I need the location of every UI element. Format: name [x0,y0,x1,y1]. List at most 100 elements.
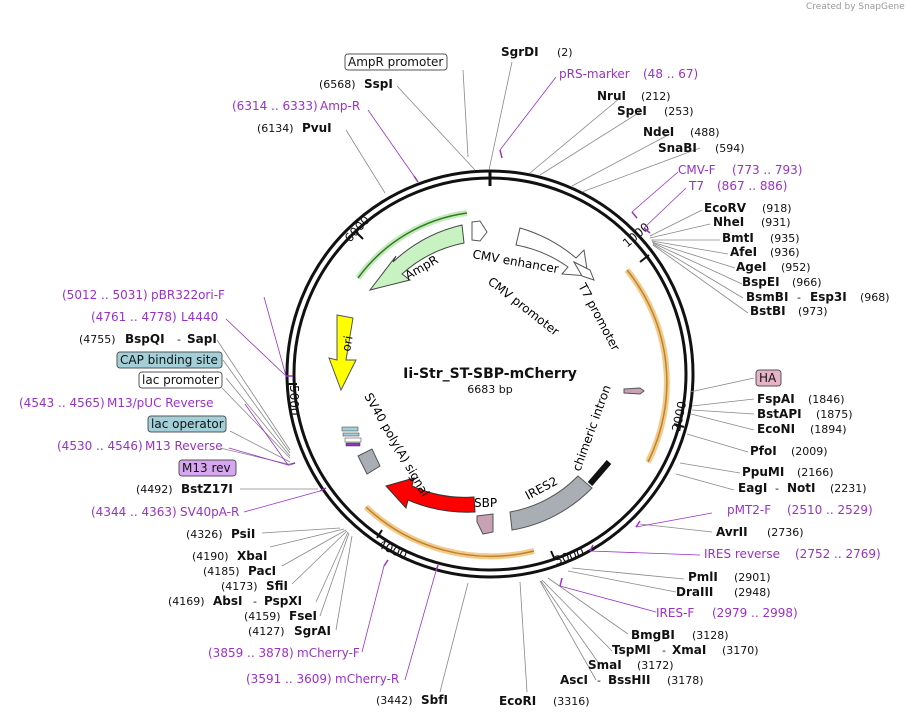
label-m13-puc: M13/pUC Reverse [107,396,214,410]
pos-sv40pa-r: (4344 .. 4363) [91,505,177,519]
label-t7: T7 [688,179,704,193]
pos-mcherry-f: (3859 .. 3878) [208,646,294,660]
pos-bstapi: (1875) [816,408,853,421]
pos-ppumi: (2166) [797,466,834,479]
label-fsei: FseI [289,609,317,623]
pos-eagi: (2231) [830,482,867,495]
label-bsmbi: BsmBI [746,290,788,304]
pos-bspei: (966) [792,276,822,289]
label-ha: HA [759,371,777,385]
label-sspi: SspI [364,77,393,91]
label-m13-rev: M13 rev [182,461,231,475]
pos-sgrdi: (2) [557,46,573,59]
label-ndei: NdeI [643,125,674,139]
pos-bsmbi: (968) [860,291,890,304]
label-psii: PsiI [231,527,255,541]
svg-text:-: - [797,291,801,304]
label-sfii: SfiI [266,579,288,593]
label-pfoi: PfoI [750,444,777,458]
pos-pmli: (2901) [734,571,771,584]
label-sgrai: SgrAI [294,624,331,638]
m13-rev-feature [345,442,361,447]
tick-label-2000: 2000 [669,400,689,433]
label-absi: AbsI [213,594,242,608]
sv40-polya-feature [357,448,381,475]
lac-promoter-box [138,371,223,389]
label-nrui: NruI [597,89,626,103]
pos-absi: (4169) [168,595,205,608]
mcherry-feature [385,477,476,513]
pos-pfoi: (2009) [791,445,828,458]
pos-sfii: (4173) [221,580,258,593]
pos-xbai: (4190) [192,550,229,563]
label-smai: SmaI [588,658,622,672]
pos-ires-reverse: (2752 .. 2769) [795,547,881,561]
label-pmli: PmlI [688,570,718,584]
label-xbai: XbaI [237,549,267,563]
pos-econi: (1894) [810,423,847,436]
feature-label-sbp: SBP [474,496,497,510]
label-bstz17i: BstZ17I [181,482,233,496]
label-sapi: SapI [187,332,217,346]
label-prs-marker: pRS-marker [559,67,630,81]
pos-sbfi: (3442) [376,694,413,707]
label-bsshii: BssHII [608,673,650,687]
label-pspxi: PspXI [264,594,302,608]
pos-fspai: (1846) [808,393,845,406]
chimeric-intron-feature [587,460,612,486]
ampr-promoter-feature [471,220,488,242]
label-bmgbi: BmgBI [631,628,675,642]
pos-pvui: (6134) [257,122,294,135]
label-cmv-f: CMV-F [678,163,716,177]
pos-nrui: (212) [641,90,671,103]
pos-mcherry-r: (3591 .. 3609) [246,672,332,686]
svg-text:-: - [253,595,257,608]
label-afei: AfeI [730,245,757,259]
label-econi: EcoNI [757,422,795,436]
label-ecori: EcoRI [499,694,536,708]
label-lac-promoter: lac promoter [142,373,219,387]
svg-text:-: - [177,333,181,346]
cap-binding-box [116,351,223,369]
leader-lines [216,61,755,693]
label-pmt2-f: pMT2-F [727,503,771,517]
pos-bspqi: (4755) [79,333,116,346]
label-ires-reverse: IRES reverse [704,547,780,561]
label-spei: SpeI [617,104,647,118]
pos-m13-reverse: (4530 .. 4546) [57,439,143,453]
snapgene-watermark: Created by SnapGene [806,2,905,12]
pos-asci: (3178) [667,674,704,687]
lac-promoter-feature [344,437,362,443]
label-l4440: L4440 [181,310,218,324]
pos-ecorv: (918) [762,202,792,215]
label-ecorv: EcoRV [704,201,747,215]
label-avrii: AvrII [716,525,748,539]
pos-prs-marker: (48 .. 67) [643,67,698,81]
pos-bmti: (935) [770,232,800,245]
svg-text:-: - [662,644,666,657]
ires2-feature [509,475,593,531]
pos-draiii: (2948) [734,586,771,599]
pos-ires-f: (2979 .. 2998) [712,606,798,620]
pos-smai: (3172) [637,659,674,672]
tick-label-5000: 5000 [287,385,301,416]
pos-pbr322ori: (5012 .. 5031) [62,288,148,302]
pos-bstz17i: (4492) [136,483,173,496]
label-agei: AgeI [736,260,766,274]
ha-feature [623,387,645,395]
pos-tspmi: (3170) [722,644,759,657]
pos-ndei: (488) [690,126,720,139]
backbone-ticks [288,231,685,561]
pos-ecori: (3316) [553,695,590,708]
pos-spei: (253) [664,105,694,118]
pos-m13-puc: (4543 .. 4565) [19,396,105,410]
label-bstapi: BstAPI [757,407,802,421]
tick-label-3000: 3000 [553,545,586,568]
feature-label-ori: ori [339,335,355,353]
pos-bstbi: (973) [798,305,828,318]
map-title: Ii-Str_ST-SBP-mCherry [403,366,577,382]
label-sbfi: SbfI [421,693,448,707]
svg-text:-: - [597,674,601,687]
pos-nhei: (931) [761,216,791,229]
